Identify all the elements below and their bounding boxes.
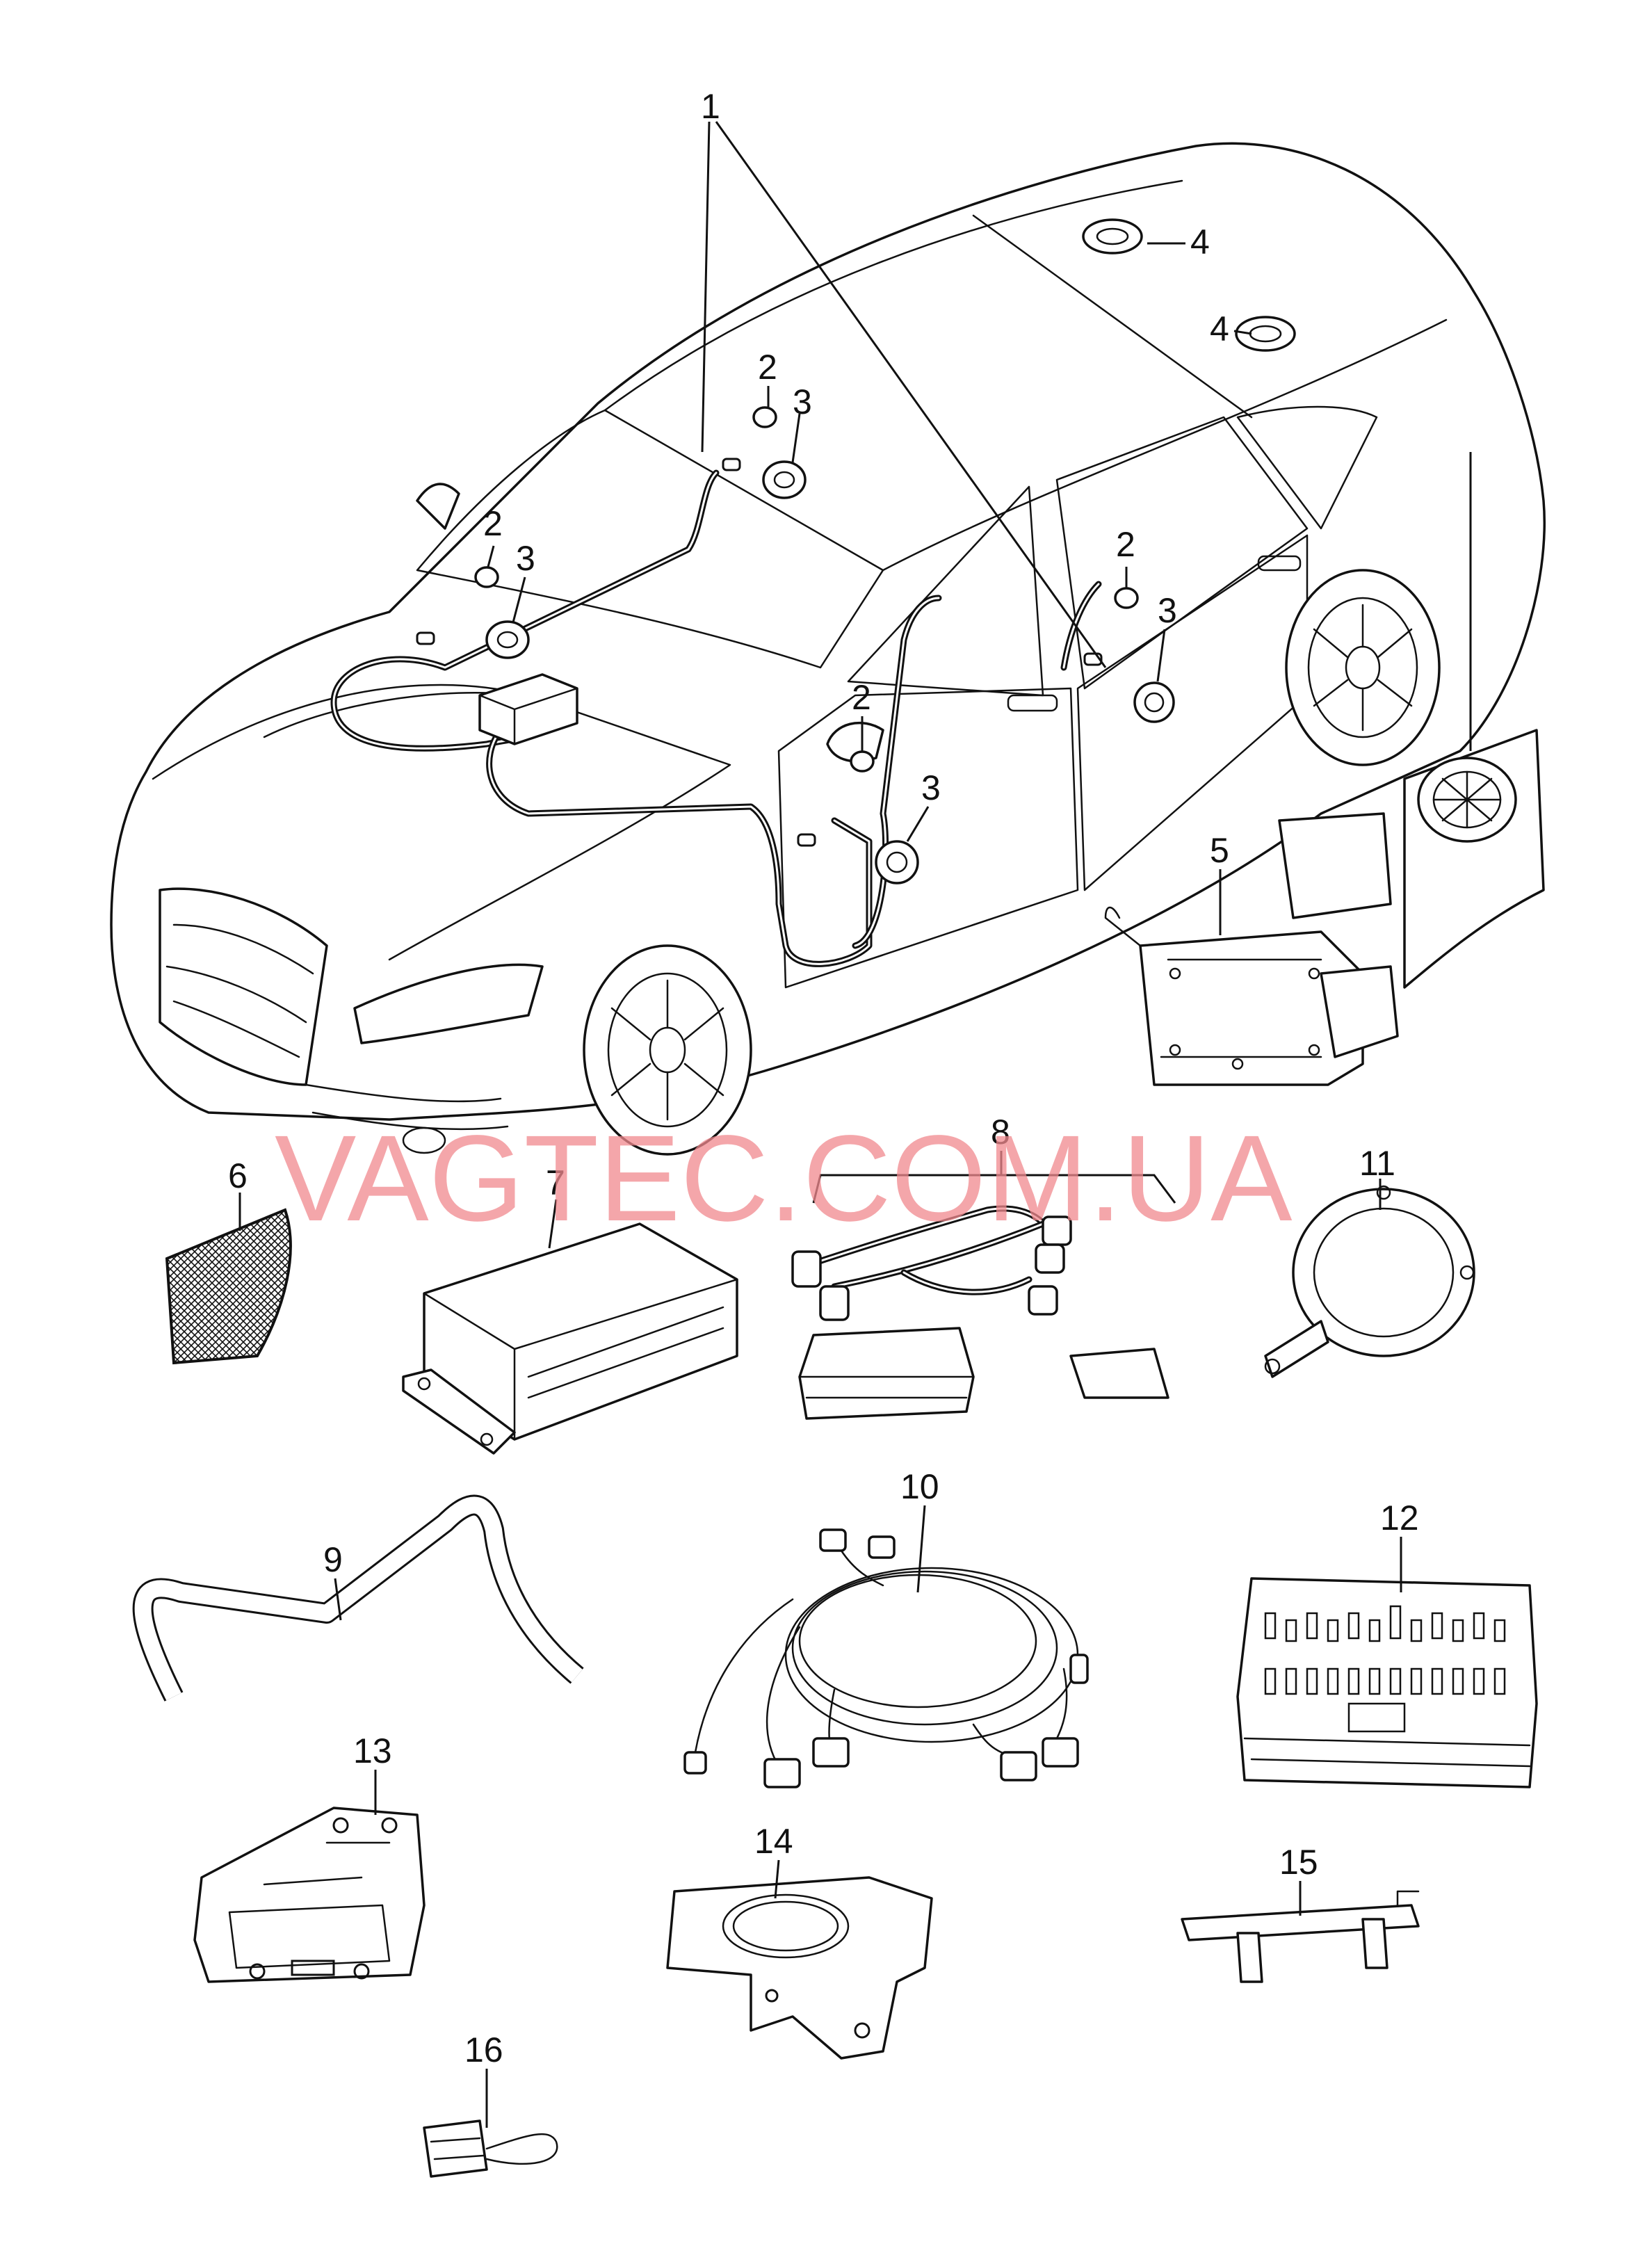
part-6-speaker-grille (165, 1208, 292, 1365)
rear-speaker-icon (1082, 218, 1296, 352)
callout-15: 15 (1279, 1843, 1318, 1882)
callout-5: 5 (1210, 831, 1229, 870)
callout-4: 4 (1190, 223, 1210, 261)
part-13-bracket (193, 1807, 426, 1983)
part-12-fuse-box (1236, 1577, 1538, 1788)
callout-1: 1 (701, 87, 720, 126)
leader-lines (238, 121, 1472, 2128)
callout-7: 7 (546, 1163, 565, 1202)
callout-10: 10 (900, 1467, 939, 1506)
callout-8: 8 (991, 1113, 1010, 1152)
rear-wheel-icon (1285, 569, 1441, 766)
callout-16: 16 (464, 2030, 503, 2069)
callout-4: 4 (1210, 309, 1229, 348)
callout-labels: 1 2 3 2 3 2 3 2 3 4 4 5 6 7 8 9 10 11 12… (228, 87, 1419, 2069)
part-7-amplifier (402, 1222, 738, 1455)
part-11-speaker-ring (1264, 1185, 1475, 1378)
callout-13: 13 (353, 1731, 392, 1770)
callout-2: 2 (758, 348, 777, 387)
callout-6: 6 (228, 1156, 248, 1195)
car-illustration (110, 142, 1546, 1156)
callout-11: 11 (1359, 1144, 1395, 1183)
callout-12: 12 (1380, 1498, 1419, 1537)
callout-3: 3 (516, 539, 535, 578)
part-8-adapter-harness (791, 1205, 1169, 1420)
part-15-bracket (1181, 1890, 1420, 1983)
callout-2: 2 (852, 678, 871, 717)
part-16-cable-clip (423, 2119, 558, 2178)
part-10-wiring-harness (683, 1528, 1089, 1788)
tweeter-icon (474, 406, 1139, 773)
callout-3: 3 (921, 768, 941, 807)
part-9-hose (132, 1494, 584, 1702)
speaker-icon (485, 460, 1175, 884)
callout-3: 3 (1158, 591, 1177, 630)
part-14-bracket (666, 1876, 933, 2060)
watermark: VAGTEC.COM.UA (275, 1110, 1293, 1247)
callout-3: 3 (793, 382, 812, 421)
callout-2: 2 (483, 504, 503, 543)
part-5-subwoofer-assembly (1104, 729, 1545, 1086)
front-wheel-icon (583, 944, 752, 1156)
callout-9: 9 (323, 1540, 343, 1579)
callout-14: 14 (754, 1822, 793, 1861)
callout-2: 2 (1116, 525, 1135, 564)
